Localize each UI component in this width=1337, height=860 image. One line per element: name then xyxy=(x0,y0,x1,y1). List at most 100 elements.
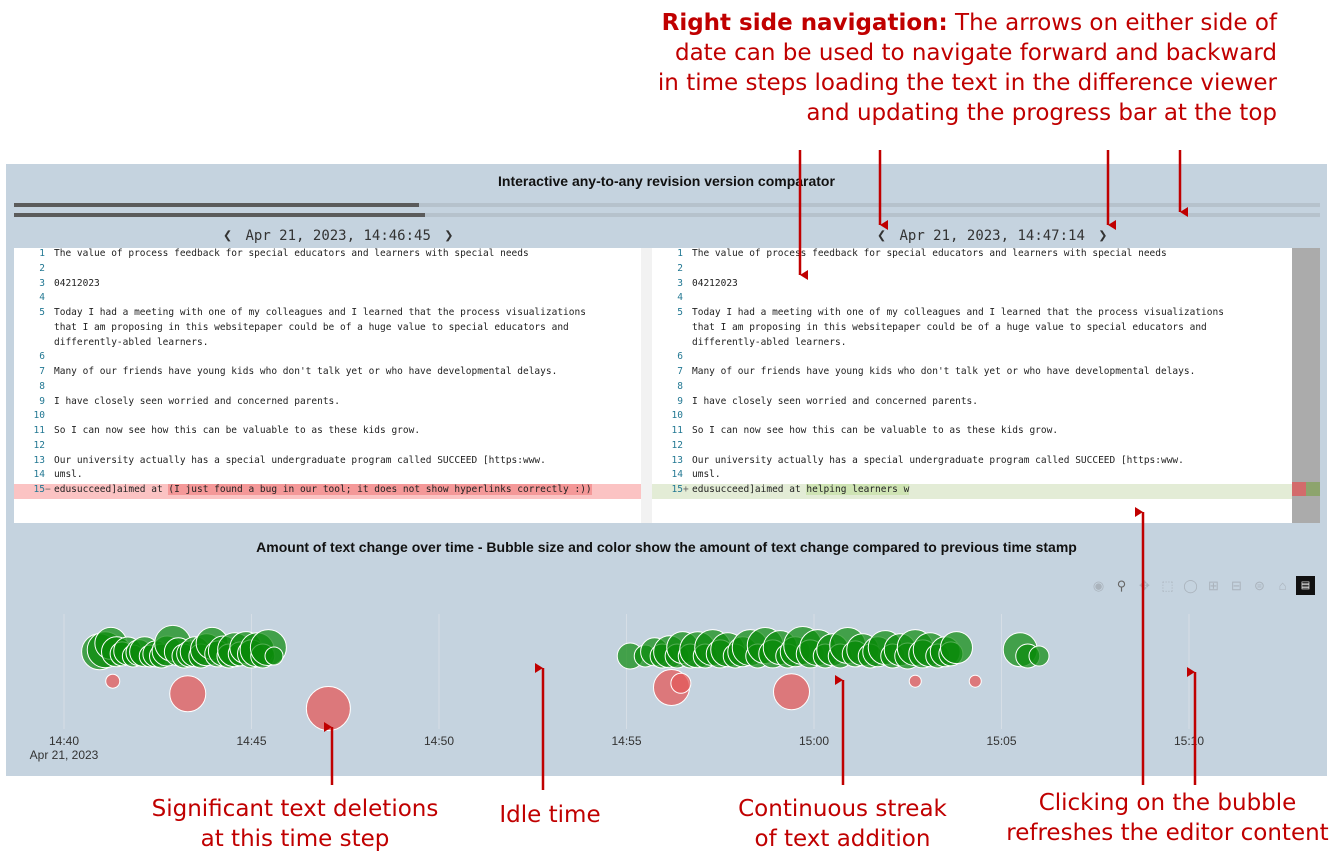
addition-bubble[interactable] xyxy=(799,629,837,667)
addition-bubble[interactable] xyxy=(666,631,700,665)
addition-bubble[interactable] xyxy=(176,640,204,668)
addition-bubble[interactable] xyxy=(929,636,961,668)
addition-bubble[interactable] xyxy=(1015,643,1041,669)
addition-bubble[interactable] xyxy=(227,641,253,667)
addition-bubble[interactable] xyxy=(896,629,934,667)
addition-bubble[interactable] xyxy=(101,636,132,668)
addition-bubble[interactable] xyxy=(705,639,735,669)
autoscale-icon[interactable]: ⊜ xyxy=(1254,578,1265,593)
pan-icon[interactable]: ✥ xyxy=(1139,578,1150,593)
addition-bubble[interactable] xyxy=(841,640,869,668)
addition-bubble[interactable] xyxy=(679,631,717,669)
addition-bubble[interactable] xyxy=(188,643,214,669)
addition-bubble[interactable] xyxy=(722,643,748,669)
addition-bubble[interactable] xyxy=(912,632,948,668)
addition-bubble[interactable] xyxy=(653,635,687,669)
addition-bubble[interactable] xyxy=(731,629,769,667)
deletion-bubble[interactable] xyxy=(968,674,982,688)
addition-bubble[interactable] xyxy=(129,636,161,668)
addition-bubble[interactable] xyxy=(250,643,276,669)
addition-bubble[interactable] xyxy=(938,641,964,667)
addition-bubble[interactable] xyxy=(171,643,197,669)
addition-bubble[interactable] xyxy=(1002,632,1038,668)
addition-bubble[interactable] xyxy=(217,632,253,668)
diff-overview-ruler[interactable] xyxy=(1292,248,1320,523)
addition-bubble[interactable] xyxy=(692,643,718,669)
addition-bubble[interactable] xyxy=(846,633,880,667)
addition-bubble[interactable] xyxy=(746,627,784,664)
addition-bubble[interactable] xyxy=(125,639,153,667)
reset-axes-icon[interactable]: ⌂ xyxy=(1278,578,1287,593)
addition-bubble[interactable] xyxy=(239,632,275,668)
addition-bubble[interactable] xyxy=(758,639,788,669)
addition-bubble[interactable] xyxy=(121,644,145,668)
addition-bubble[interactable] xyxy=(237,639,266,669)
addition-bubble[interactable] xyxy=(190,633,223,667)
deletion-bubble[interactable] xyxy=(305,686,351,731)
addition-bubble[interactable] xyxy=(138,644,162,668)
addition-bubble[interactable] xyxy=(940,631,973,665)
addition-bubble[interactable] xyxy=(694,629,732,667)
zoom-out-icon[interactable]: ⊟ xyxy=(1231,578,1242,593)
deletion-bubble[interactable] xyxy=(653,669,690,706)
addition-bubble[interactable] xyxy=(783,626,823,665)
addition-bubble[interactable] xyxy=(816,633,850,667)
addition-bubble[interactable] xyxy=(142,640,170,668)
addition-bubble[interactable] xyxy=(204,640,232,668)
addition-bubble[interactable] xyxy=(154,624,192,662)
addition-bubble[interactable] xyxy=(745,643,771,669)
box-select-icon[interactable]: ⬚ xyxy=(1161,578,1174,593)
addition-bubble[interactable] xyxy=(883,633,917,667)
right-progress-bar[interactable] xyxy=(14,213,1320,217)
addition-bubble[interactable] xyxy=(94,626,128,660)
addition-bubble[interactable] xyxy=(812,643,838,669)
addition-bubble[interactable] xyxy=(908,639,938,669)
addition-bubble[interactable] xyxy=(86,631,124,669)
addition-bubble[interactable] xyxy=(163,637,193,667)
addition-bubble[interactable] xyxy=(795,639,825,669)
zoom-icon[interactable]: ⚲ xyxy=(1116,578,1127,593)
addition-bubble[interactable] xyxy=(1028,645,1050,667)
addition-bubble[interactable] xyxy=(762,630,798,666)
left-progress-bar[interactable] xyxy=(14,203,1320,207)
addition-bubble[interactable] xyxy=(640,637,670,667)
deletion-bubble[interactable] xyxy=(908,674,922,688)
addition-bubble[interactable] xyxy=(249,629,287,667)
addition-bubble[interactable] xyxy=(81,633,119,671)
right-prev-chevron-left-icon[interactable]: ❮ xyxy=(877,226,887,244)
left-next-chevron-right-icon[interactable]: ❯ xyxy=(444,226,454,244)
addition-bubble[interactable] xyxy=(677,643,703,669)
camera-icon[interactable]: ◉ xyxy=(1092,578,1105,593)
addition-bubble[interactable] xyxy=(633,644,657,668)
addition-bubble[interactable] xyxy=(827,643,853,669)
left-prev-chevron-left-icon[interactable]: ❮ xyxy=(223,226,233,244)
addition-bubble[interactable] xyxy=(149,643,174,669)
deletion-bubble[interactable] xyxy=(169,675,207,713)
addition-bubble[interactable] xyxy=(109,641,135,667)
addition-bubble[interactable] xyxy=(195,626,229,660)
addition-bubble[interactable] xyxy=(880,643,906,669)
addition-bubble[interactable] xyxy=(894,642,922,670)
deletion-bubble[interactable] xyxy=(670,672,692,694)
addition-bubble[interactable] xyxy=(867,630,903,666)
addition-bubble[interactable] xyxy=(216,643,242,669)
addition-bubble[interactable] xyxy=(151,635,183,667)
addition-bubble[interactable] xyxy=(779,636,811,668)
addition-bubble[interactable] xyxy=(113,636,143,666)
plotly-logo-icon[interactable]: ▤ xyxy=(1296,576,1315,595)
deletion-bubble[interactable] xyxy=(773,673,810,711)
addition-bubble[interactable] xyxy=(649,643,675,669)
addition-bubble[interactable] xyxy=(664,643,690,669)
addition-bubble[interactable] xyxy=(775,643,801,669)
addition-bubble[interactable] xyxy=(727,636,759,668)
addition-bubble[interactable] xyxy=(616,642,644,670)
addition-bubble[interactable] xyxy=(925,643,951,669)
addition-bubble[interactable] xyxy=(264,646,284,666)
addition-bubble[interactable] xyxy=(829,627,867,664)
addition-bubble[interactable] xyxy=(179,636,211,668)
right-next-chevron-right-icon[interactable]: ❯ xyxy=(1098,226,1108,244)
addition-bubble[interactable] xyxy=(229,631,263,665)
addition-bubble[interactable] xyxy=(207,635,239,667)
